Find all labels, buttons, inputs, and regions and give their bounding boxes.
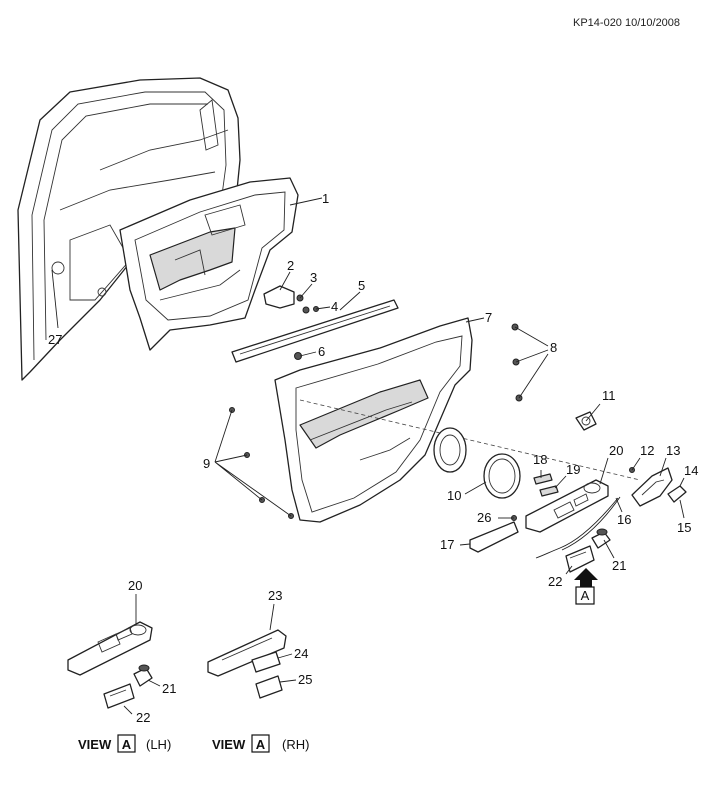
mirror-switch (591, 528, 611, 549)
view-lh-window-switch (103, 683, 135, 709)
inside-handle (631, 467, 673, 507)
callout-9: 9 (203, 456, 210, 471)
svg-text:(LH): (LH) (146, 737, 171, 752)
callout-14: 14 (684, 463, 698, 478)
callout-5: 5 (358, 278, 365, 293)
view-lh-callout-21: 21 (162, 681, 176, 696)
callout-18: 18 (533, 452, 547, 467)
view-arrow (574, 568, 598, 588)
fastener-4 (302, 306, 319, 314)
callout-2: 2 (287, 258, 294, 273)
view-lh-switch-bezel (67, 621, 153, 676)
view-caption-rh: VIEW A (RH) (212, 734, 309, 753)
door-inner-module (119, 177, 299, 351)
callout-20: 20 (609, 443, 623, 458)
bracket (263, 285, 295, 309)
diagram-reference: KP14-020 10/10/2008 (573, 17, 680, 29)
clip-18 (533, 473, 553, 485)
svg-text:(RH): (RH) (282, 737, 309, 752)
callout-16: 16 (617, 512, 631, 527)
cable-16 (535, 496, 621, 559)
callout-1: 1 (322, 191, 329, 206)
callout-26: 26 (477, 510, 491, 525)
speaker-grille (433, 427, 467, 473)
callout-11: 11 (602, 388, 616, 403)
callout-21: 21 (612, 558, 626, 573)
window-switch (565, 545, 595, 573)
belt-molding-strip (231, 299, 399, 363)
switch-bezel (525, 479, 609, 533)
callout-6: 6 (318, 344, 325, 359)
callout-12: 12 (640, 443, 654, 458)
svg-text:A: A (122, 737, 132, 752)
callout-27: 27 (48, 332, 62, 347)
view-rh-callout-24: 24 (294, 646, 308, 661)
callout-labels: 1 2 3 4 5 6 7 8 9 10 11 12 13 14 15 16 1… (48, 191, 698, 725)
view-rh-switch-connector (255, 675, 283, 699)
callout-17: 17 (440, 537, 454, 552)
view-rh-callout-25: 25 (298, 672, 312, 687)
view-marker-letter: A (581, 588, 590, 603)
clip-19 (539, 485, 559, 497)
view-lh-mirror-switch (133, 664, 153, 687)
callout-19: 19 (566, 462, 580, 477)
handle-cover (667, 485, 687, 503)
callout-7: 7 (485, 310, 492, 325)
callout-22: 22 (548, 574, 562, 589)
speaker-ring (483, 453, 521, 499)
svg-text:VIEW: VIEW (78, 737, 112, 752)
leader-lines (51, 197, 685, 715)
view-marker-box: A (575, 586, 595, 605)
callout-8: 8 (550, 340, 557, 355)
view-lh-callout-20: 20 (128, 578, 142, 593)
callout-15: 15 (677, 520, 691, 535)
svg-text:A: A (256, 737, 266, 752)
callout-10: 10 (447, 488, 461, 503)
svg-text:VIEW: VIEW (212, 737, 246, 752)
callout-3: 3 (310, 270, 317, 285)
door-trim-panel (274, 317, 641, 523)
retainer-clips-8 (511, 323, 523, 402)
view-lh-callout-22: 22 (136, 710, 150, 725)
view-rh-switch (251, 651, 281, 673)
callout-13: 13 (666, 443, 680, 458)
view-rh-callout-23: 23 (268, 588, 282, 603)
view-rh-switch-bezel (207, 629, 287, 677)
view-caption-lh: VIEW A (LH) (78, 734, 171, 753)
pull-cup (469, 521, 519, 553)
callout-4: 4 (331, 299, 338, 314)
